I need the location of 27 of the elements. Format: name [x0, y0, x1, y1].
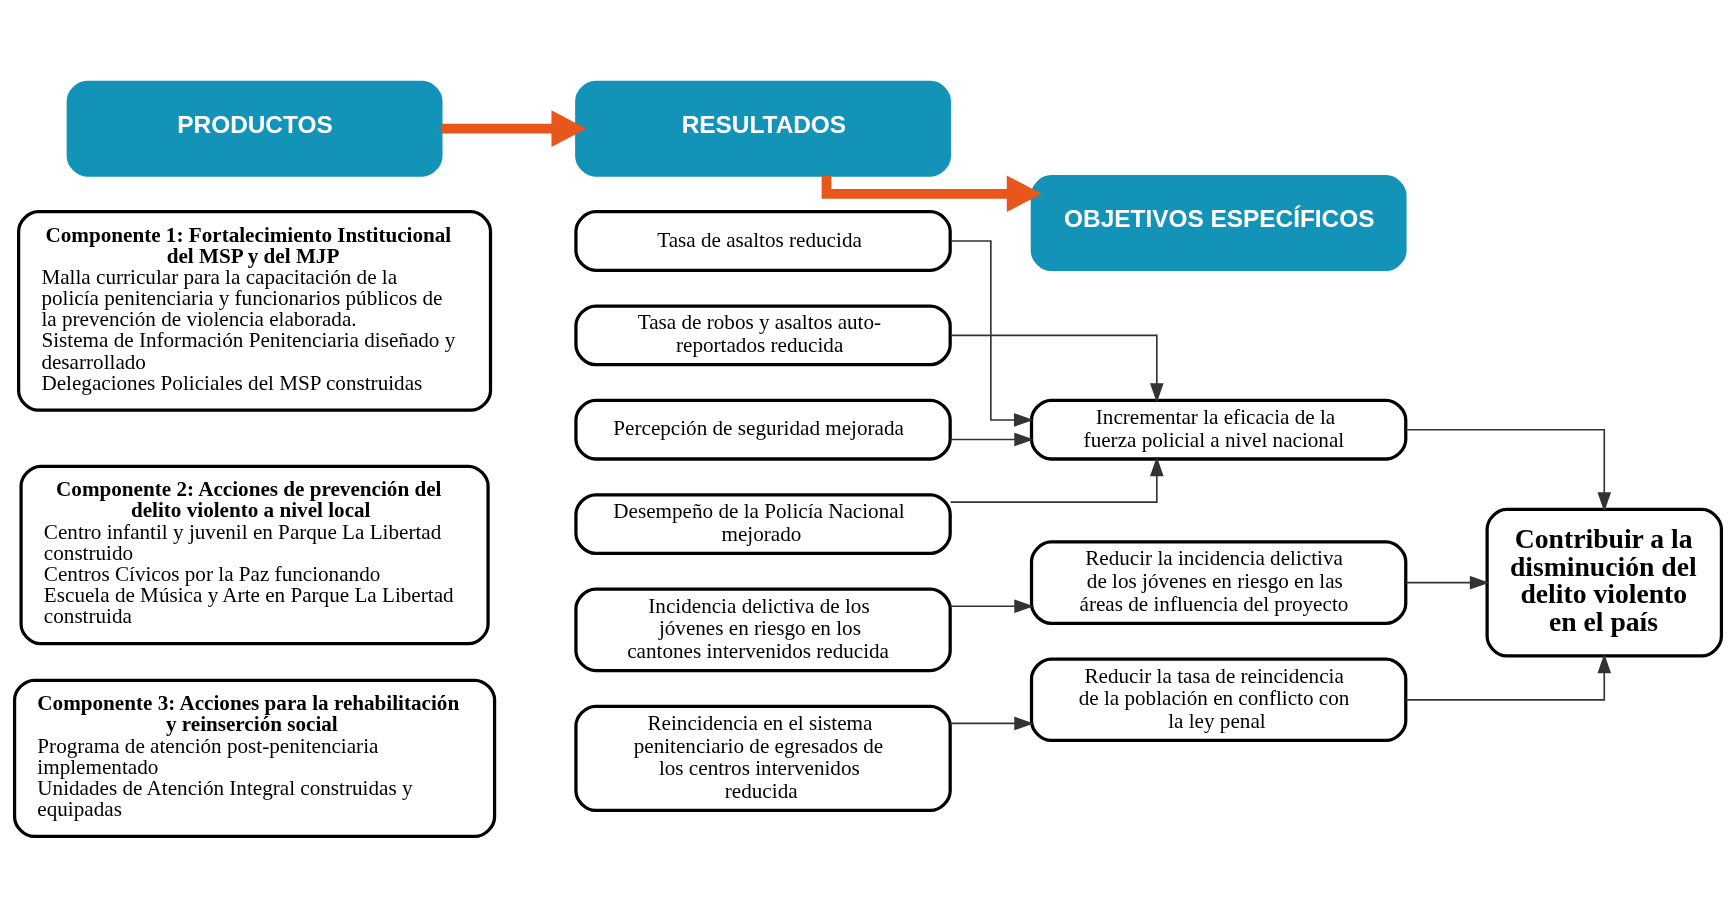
- arrow: [949, 432, 1034, 446]
- node-box: Desempeño de la Policía Nacional mejorado: [574, 492, 952, 555]
- node-box: Tasa de asaltos reducida: [574, 209, 952, 272]
- node-box: Reducir la tasa de reincidencia de la población en conflicto con la ley penal: [1029, 657, 1408, 742]
- node-box: Componente 1: Fortalecimiento Institucional del MSP y del MJP Malla curricular para la capacitación de la policía penitenciaria y funcionarios públicos de la prevención de violencia elaborada. Sistema de Información Penitenciaria diseñado y desarrollado Delegaciones Policiales del MSP construidas: [17, 209, 493, 412]
- arrow: [949, 456, 1164, 503]
- arrow: [821, 174, 1042, 212]
- arrow: [949, 239, 1034, 427]
- node-box: Contribuir a la disminución del delito violento en el país: [1485, 507, 1724, 657]
- node-box: Incrementar la eficacia de la fuerza policial a nivel nacional: [1029, 398, 1408, 461]
- arrow: [1405, 428, 1612, 512]
- node-box: Reducir la incidencia delictiva de los jóvenes en riesgo en las áreas de influencia del proyecto: [1029, 539, 1408, 625]
- node-box: Componente 2: Acciones de prevención del delito violento a nivel local Centro infantil y juvenil en Parque La Libertad construido Centros Cívicos por la Paz funcionando Escuela de Música y Arte en Parque La Libertad construida: [19, 464, 490, 645]
- arrow: [1405, 575, 1490, 589]
- node-box: Percepción de seguridad mejorada: [574, 398, 952, 461]
- node-box: OBJETIVOS ESPECÍFICOS: [1030, 174, 1407, 271]
- node-box: Tasa de robos y asaltos auto-reportados reducida: [574, 303, 952, 366]
- node-box: Incidencia delictiva de los jóvenes en riesgo en los cantones intervenidos reducida: [574, 587, 952, 672]
- arrow: [949, 334, 1164, 403]
- node-box: PRODUCTOS: [66, 80, 443, 177]
- node-box: Reincidencia en el sistema penitenciario de egresados de los centros intervenidos reducida: [574, 704, 952, 812]
- arrow: [1405, 653, 1612, 701]
- arrow: [441, 109, 587, 147]
- arrow: [949, 716, 1034, 730]
- arrow: [949, 598, 1034, 613]
- node-box: Componente 3: Acciones para la rehabilitación y reinserción social Programa de atención post-penitenciaria implementado Unidades de Atención Integral construidas y equipadas: [12, 678, 497, 838]
- node-box: RESULTADOS: [575, 80, 951, 177]
